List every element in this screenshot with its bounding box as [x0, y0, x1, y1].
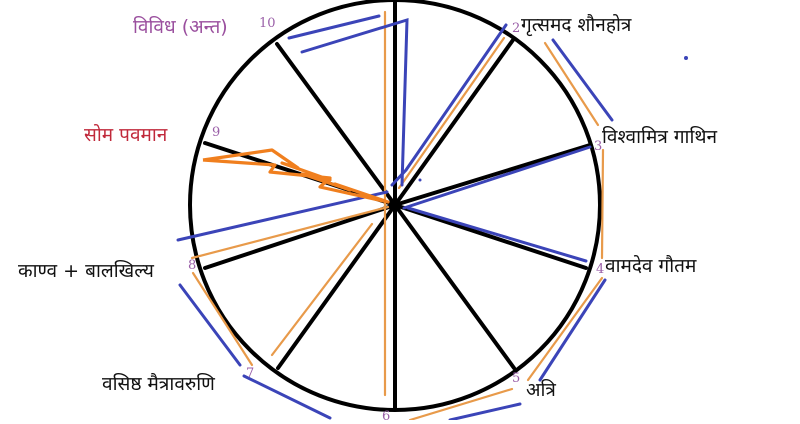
number-4: 4: [596, 262, 605, 277]
spoke-8: [203, 203, 397, 270]
label-mandala-4: वामदेव गौतम: [605, 255, 697, 277]
label-mandala-5: अत्रि: [526, 379, 556, 401]
orange-zigzag: [202, 148, 390, 204]
label-mandala-3: विश्वामित्र गाथिन: [602, 126, 718, 148]
number-3: 3: [594, 139, 603, 154]
blue-path-lines: [176, 14, 688, 420]
spoke-4: [393, 203, 588, 270]
spoke-10: [275, 42, 397, 207]
spoke-7: [276, 203, 397, 370]
number-8: 8: [188, 258, 197, 273]
number-5: 5: [512, 371, 521, 386]
number-6: 6: [382, 409, 391, 424]
number-2: 2: [512, 21, 521, 36]
label-mandala-8: काण्व + बालखिल्य: [18, 260, 154, 282]
label-mandala-2: गृत्समद शौनहोत्र: [521, 14, 632, 36]
center-hub: [389, 199, 401, 211]
orange-path-lines: [190, 10, 605, 420]
number-7: 7: [246, 366, 255, 381]
label-mandala-9: सोम पवमान: [84, 124, 168, 146]
spokes: [203, 0, 592, 410]
number-9: 9: [212, 125, 221, 140]
number-10: 10: [259, 16, 276, 31]
label-mandala-7: वसिष्ठ मैत्रावरुणि: [102, 373, 215, 395]
label-mandala-10: विविध (अन्त): [133, 16, 228, 38]
spoke-2: [393, 38, 515, 207]
spoke-3: [393, 143, 592, 207]
spoke-5: [393, 203, 516, 370]
